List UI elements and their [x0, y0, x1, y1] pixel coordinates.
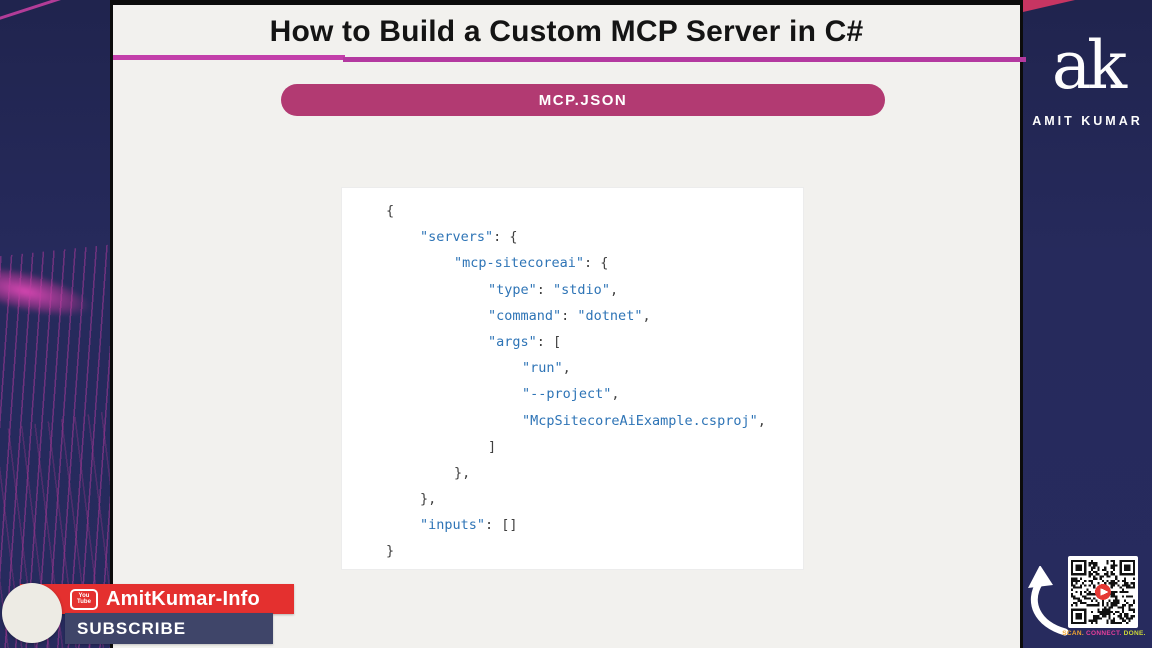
- curved-arrow-icon: [1028, 566, 1069, 636]
- qr-code[interactable]: [1068, 556, 1138, 628]
- code-line: "args": [: [488, 333, 562, 350]
- code-line: "--project",: [522, 386, 620, 403]
- title-divider-left: [113, 55, 345, 60]
- qr-caption-word: SCAN.: [1062, 630, 1084, 637]
- subscribe-label: SUBSCRIBE: [77, 618, 187, 638]
- left-background-strip: [0, 0, 110, 648]
- youtube-icon-text-top: You: [78, 593, 90, 599]
- code-line: },: [420, 491, 437, 508]
- channel-banner[interactable]: You Tube AmitKumar-Info: [20, 584, 294, 614]
- code-line: "servers": {: [420, 229, 518, 246]
- subscribe-button[interactable]: SUBSCRIBE: [65, 613, 273, 644]
- code-line: "run",: [522, 360, 571, 377]
- qr-caption-word: CONNECT.: [1086, 630, 1122, 637]
- channel-name: AmitKumar-Info: [106, 587, 260, 610]
- creator-branding: ak AMIT KUMAR: [1023, 20, 1152, 128]
- code-line: "inputs": []: [420, 517, 518, 534]
- page-title: How to Build a Custom MCP Server in C#: [269, 15, 864, 48]
- section-badge: MCP.JSON: [281, 84, 885, 116]
- title-divider-right: [343, 57, 1026, 62]
- slide-panel: How to Build a Custom MCP Server in C# M…: [110, 0, 1026, 648]
- code-line: ]: [488, 438, 497, 455]
- subscribe-overlay: You Tube AmitKumar-Info SUBSCRIBE: [0, 580, 320, 648]
- code-line: "type": "stdio",: [488, 281, 619, 298]
- right-background-strip: [1023, 0, 1152, 648]
- code-line: "mcp-sitecoreai": {: [454, 255, 609, 272]
- avatar: [2, 583, 62, 643]
- creator-name: AMIT KUMAR: [1032, 114, 1143, 128]
- youtube-icon: You Tube: [70, 588, 98, 610]
- code-line: "McpSitecoreAiExample.csproj",: [522, 412, 766, 429]
- qr-caption-word: DONE.: [1123, 630, 1146, 637]
- json-code-block: { "servers": { "mcp-sitecoreai": { "type": …: [341, 187, 804, 570]
- code-line: {: [386, 203, 395, 219]
- qr-corner: SCAN.CONNECT.DONE.: [1023, 550, 1152, 648]
- corner-accent-line: [0, 0, 77, 23]
- qr-caption: SCAN.CONNECT.DONE.: [1061, 630, 1147, 637]
- ak-logo: ak: [1051, 27, 1127, 104]
- crimson-corner-accent: [1023, 0, 1075, 12]
- code-line: }: [386, 543, 395, 560]
- youtube-icon-text-bottom: Tube: [77, 599, 91, 605]
- code-line: },: [454, 464, 471, 481]
- code-line: "command": "dotnet",: [488, 307, 651, 324]
